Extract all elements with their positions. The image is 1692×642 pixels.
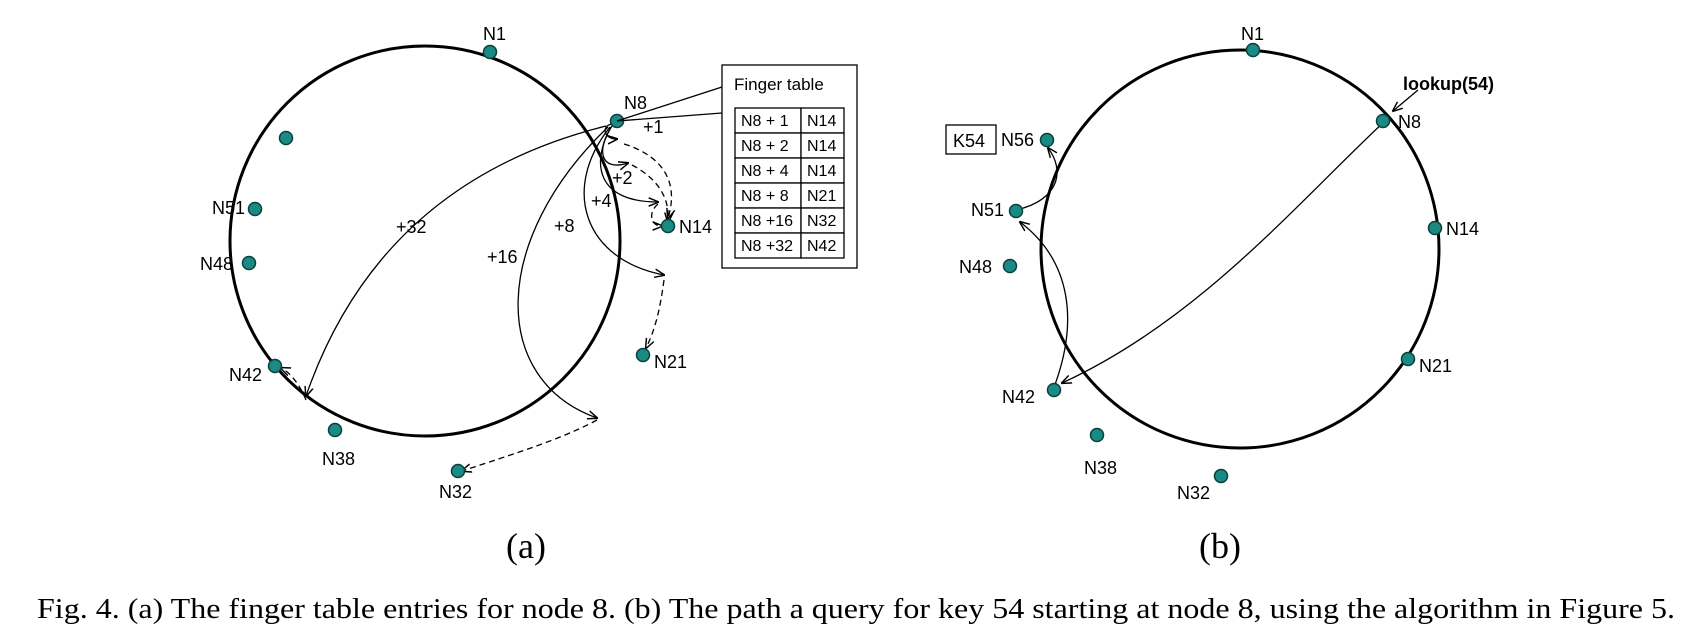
figure-a: N1 N8 N14 N21 N32 N38 N42 N48 N51 +1 +2 … [200, 24, 858, 566]
finger-table-successor: N14 [807, 138, 836, 155]
finger-label-4: +4 [591, 191, 612, 211]
lookup-hop-n42-n51 [1020, 222, 1069, 391]
successor-arrow-1 [623, 143, 671, 218]
lookup-entry-arrow [1393, 89, 1419, 111]
finger-table-cell-border [734, 132, 802, 159]
finger-arrow-16 [517, 126, 609, 418]
node-n21 [1400, 351, 1416, 367]
label-n42: N42 [1002, 387, 1035, 407]
finger-label-2: +2 [612, 168, 633, 188]
finger-table-start: N8 +32 [741, 238, 793, 255]
node-n51 [247, 201, 263, 217]
finger-table-successor: N32 [807, 213, 836, 230]
finger-table-cell-border [734, 107, 802, 134]
finger-table-start: N8 + 4 [741, 163, 789, 180]
chord-ring-b [1039, 48, 1441, 450]
label-n48: N48 [200, 254, 233, 274]
node-n38 [1089, 427, 1105, 443]
label-n21: N21 [654, 352, 687, 372]
node-n14 [660, 218, 676, 234]
node-n1 [482, 44, 498, 60]
node-n48 [1002, 258, 1018, 274]
label-n1: N1 [483, 24, 506, 44]
finger-table-cell-border [734, 232, 802, 259]
sublabel-a: (a) [506, 526, 546, 566]
figure-caption: Fig. 4. (a) The finger table entries for… [37, 594, 1675, 625]
label-n8: N8 [624, 93, 647, 113]
finger-table-cell-border [800, 207, 845, 234]
figure-b: N1 N8 N14 N21 N32 N38 N42 N48 N51 N56 lo… [945, 24, 1494, 566]
node-n1 [1245, 42, 1261, 58]
successor-arrow-4 [651, 203, 662, 226]
label-n51: N51 [212, 198, 245, 218]
node-n42 [267, 358, 283, 374]
finger-label-8: +8 [554, 216, 575, 236]
node-n21 [635, 347, 651, 363]
finger-table-cell-border [734, 157, 802, 184]
finger-table-cell-border [734, 207, 802, 234]
node-n14 [1427, 220, 1443, 236]
finger-label-1: +1 [643, 117, 664, 137]
finger-table-cell-border [734, 182, 802, 209]
label-n14: N14 [679, 217, 712, 237]
finger-table-start: N8 +16 [741, 213, 793, 230]
finger-table-start: N8 + 1 [741, 113, 789, 130]
node-unlabeled [278, 130, 294, 146]
node-n32 [450, 463, 466, 479]
lookup-label: lookup(54) [1403, 74, 1494, 94]
finger-table-successor: N14 [807, 113, 836, 130]
callout-line-top [616, 86, 723, 122]
label-n51: N51 [971, 200, 1004, 220]
lookup-hop-n51-n56 [1015, 148, 1058, 211]
node-n38 [327, 422, 343, 438]
key-box [945, 124, 997, 155]
label-n56: N56 [1001, 130, 1034, 150]
finger-table-rows: N8 + 1 N14 N8 + 2 N14 N8 + 4 N14 N8 + 8 N21 N8 +… [734, 107, 845, 259]
chord-ring-a [228, 44, 622, 438]
label-n38: N38 [1084, 458, 1117, 478]
node-n8 [1375, 113, 1391, 129]
node-n32 [1213, 468, 1229, 484]
successor-arrow-16 [462, 419, 598, 471]
label-n48: N48 [959, 257, 992, 277]
node-n42 [1046, 382, 1062, 398]
label-n42: N42 [229, 365, 262, 385]
finger-arrow-8 [583, 126, 664, 275]
node-n48 [241, 255, 257, 271]
finger-arrow-32 [306, 125, 607, 396]
node-n51 [1008, 203, 1024, 219]
finger-table-cell-border [800, 232, 845, 259]
finger-table-cell-border [800, 157, 845, 184]
finger-arrow-4 [599, 126, 658, 202]
finger-label-16: +16 [487, 247, 518, 267]
callout-line-bottom [616, 112, 723, 122]
finger-table-title: Finger table [734, 75, 824, 94]
finger-table-cell-border [800, 132, 845, 159]
label-n21: N21 [1419, 356, 1452, 376]
key-label: K54 [953, 131, 985, 151]
finger-table-successor: N42 [807, 238, 836, 255]
successor-arrow-2 [631, 164, 668, 222]
label-n14: N14 [1446, 219, 1479, 239]
successor-arrow-32 [281, 368, 307, 401]
finger-label-32: +32 [396, 217, 427, 237]
finger-table-successor: N14 [807, 163, 836, 180]
finger-table-cell-border [800, 182, 845, 209]
label-n8: N8 [1398, 112, 1421, 132]
finger-table-successor: N21 [807, 188, 836, 205]
label-n38: N38 [322, 449, 355, 469]
label-n1: N1 [1241, 24, 1264, 44]
finger-table: Finger table N8 + 1 N14 N8 + 2 N14 N8 + 4 N14… [616, 64, 858, 269]
node-n56 [1039, 132, 1055, 148]
successor-arrow-8 [646, 279, 665, 348]
finger-table-cell-border [800, 107, 845, 134]
label-n32: N32 [1177, 483, 1210, 503]
lookup-hop-n8-n42 [1062, 120, 1386, 383]
sublabel-b: (b) [1199, 526, 1241, 566]
finger-table-start: N8 + 8 [741, 188, 789, 205]
finger-table-start: N8 + 2 [741, 138, 789, 155]
label-n32: N32 [439, 482, 472, 502]
